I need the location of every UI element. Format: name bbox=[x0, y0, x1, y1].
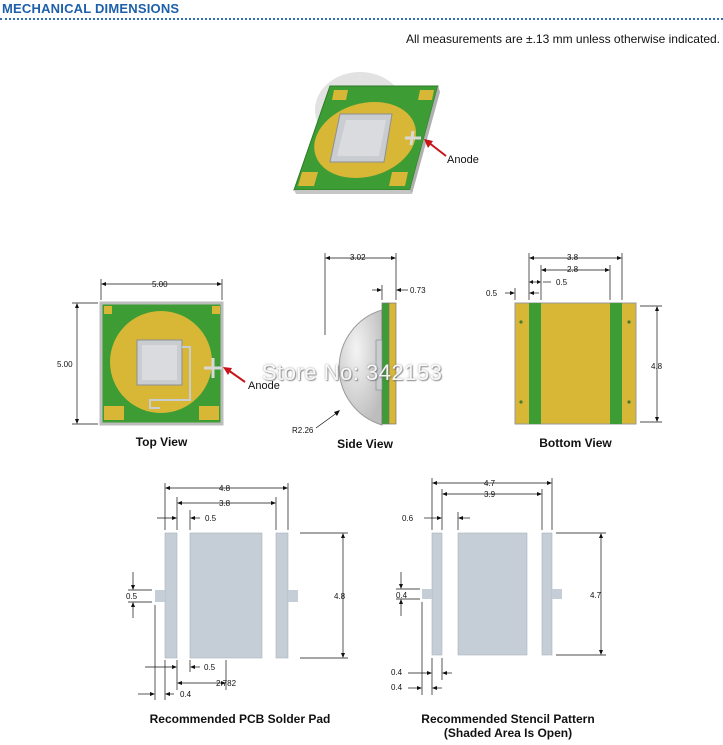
bottom-view-height-dim: 4.8 bbox=[651, 362, 663, 371]
header-rule bbox=[0, 18, 723, 20]
led-3d-edge bbox=[294, 190, 412, 194]
bottom-view-gap-dim: 0.5 bbox=[486, 289, 498, 298]
pcb-tab-dim: 0.5 bbox=[126, 592, 138, 601]
section-title: MECHANICAL DIMENSIONS bbox=[2, 1, 180, 16]
pcb-height-dim: 4.8 bbox=[334, 592, 346, 601]
stencil-tab-dim: 0.4 bbox=[396, 591, 408, 600]
top-view-caption: Top View bbox=[135, 435, 188, 449]
pcb-bottom-gap-dim: 0.5 bbox=[204, 663, 216, 672]
side-view-substrate bbox=[381, 302, 390, 425]
pcb-center-dim: 2.782 bbox=[216, 679, 237, 688]
pcb-pad-drawing bbox=[128, 483, 348, 700]
top-view-width-dim: 5.00 bbox=[152, 280, 168, 289]
top-view-drawing bbox=[72, 279, 246, 426]
bottom-view-caption: Bottom View bbox=[539, 436, 612, 450]
stencil-outer-dim: 4.7 bbox=[484, 479, 496, 488]
bottom-view-pad-dim: 0.5 bbox=[556, 278, 568, 287]
stencil-caption: Recommended Stencil Pattern (Shaded Area… bbox=[388, 712, 628, 740]
pcb-pad-right bbox=[275, 532, 289, 659]
bottom-view-drawing bbox=[505, 253, 662, 425]
led-3d-view bbox=[293, 72, 447, 194]
side-view-dome-dim: 3.02 bbox=[350, 253, 366, 262]
bottom-view-outer-dim: 3.8 bbox=[567, 253, 579, 262]
stencil-gap-dim: 0.6 bbox=[402, 514, 414, 523]
bottom-view-inner-dim: 2.8 bbox=[567, 265, 579, 274]
stencil-caption-line2: (Shaded Area Is Open) bbox=[443, 726, 573, 740]
stencil-caption-line1: Recommended Stencil Pattern bbox=[421, 712, 595, 726]
side-view-base-dim: 0.73 bbox=[410, 286, 426, 295]
bottom-view-green-stripe-right bbox=[610, 303, 622, 424]
led-3d-anode-arrow bbox=[427, 141, 447, 157]
stencil-pad-left bbox=[431, 532, 443, 656]
pcb-pad-center bbox=[189, 532, 263, 659]
stencil-bottom1-dim: 0.4 bbox=[391, 668, 403, 677]
pcb-outer-dim: 4.8 bbox=[219, 484, 231, 493]
top-view-height-dim: 5.00 bbox=[57, 360, 73, 369]
side-view-dome bbox=[338, 309, 383, 426]
pcb-pad-caption: Recommended PCB Solder Pad bbox=[149, 712, 331, 726]
side-view-radius-dim: R2.26 bbox=[292, 426, 314, 435]
pcb-mid-dim: 3.8 bbox=[219, 499, 231, 508]
section-header: MECHANICAL DIMENSIONS bbox=[0, 0, 723, 22]
side-view-caption: Side View bbox=[337, 437, 393, 451]
stencil-height-dim: 4.7 bbox=[590, 591, 602, 600]
stencil-bottom2-dim: 0.4 bbox=[391, 683, 403, 692]
pcb-tab-width-dim: 0.4 bbox=[180, 690, 192, 699]
anode-label-3d: Anode bbox=[447, 154, 479, 166]
pcb-pad-left bbox=[164, 532, 178, 659]
pcb-gap-dim: 0.5 bbox=[205, 514, 217, 523]
stencil-drawing bbox=[396, 478, 606, 695]
side-view-drawing bbox=[315, 253, 408, 429]
bottom-view-green-stripe-left bbox=[529, 303, 541, 424]
stencil-pad-center bbox=[457, 532, 528, 656]
tolerance-note: All measurements are ±.13 mm unless othe… bbox=[405, 32, 720, 46]
anode-label-top-view: Anode bbox=[248, 380, 280, 392]
stencil-pad-right bbox=[541, 532, 553, 656]
stencil-mid-dim: 3.9 bbox=[484, 490, 496, 499]
